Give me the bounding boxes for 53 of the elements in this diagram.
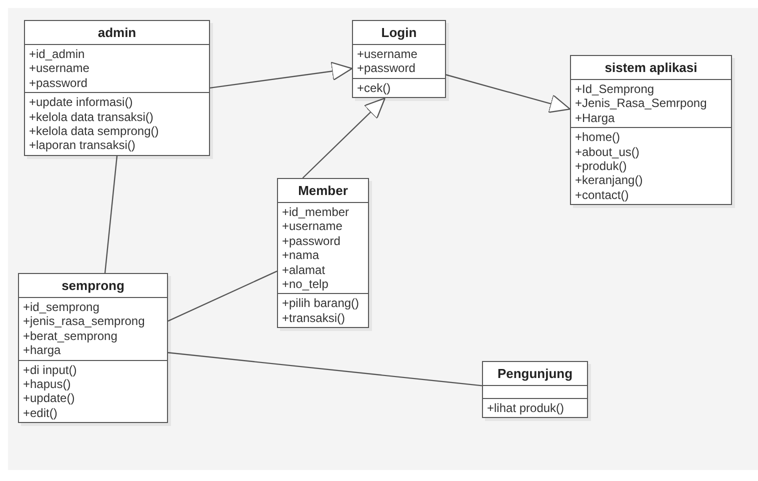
method-text: +update()	[23, 391, 75, 406]
method-text: +update informasi()	[29, 95, 133, 110]
attribute-text: +id_semprong	[23, 300, 100, 314]
class-box	[24, 20, 210, 156]
attribute-text: +harga	[23, 343, 61, 358]
class-name: semprong	[19, 274, 167, 298]
attribute-text: +id_admin	[29, 47, 85, 62]
attribute-text: +username	[357, 47, 418, 62]
method-text: +lihat produk()	[487, 401, 564, 416]
class-name: Pengunjung	[483, 362, 587, 386]
class-name: admin	[25, 21, 209, 45]
attribute-text: +Id_Semprong	[575, 82, 654, 96]
method-text: +keranjang()	[575, 173, 643, 188]
attribute-text: +nama	[282, 248, 320, 263]
attribute-text: +Harga	[575, 110, 615, 126]
association-line	[104, 156, 118, 274]
class-box	[18, 273, 168, 424]
association-line	[168, 352, 482, 386]
class-name: Login	[353, 21, 445, 45]
attribute-text: +id_member	[282, 205, 350, 220]
class-box	[277, 178, 369, 328]
attribute-text: +username	[29, 61, 90, 76]
method-text: +hapus()	[23, 377, 71, 392]
method-text: +laporan transaksi()	[29, 138, 136, 153]
method-text: +contact()	[575, 188, 629, 202]
attribute-text: +password	[357, 61, 416, 76]
method-text: +produk()	[575, 159, 627, 174]
attribute-text: +alamat	[282, 262, 326, 278]
association-line	[168, 270, 278, 322]
class-name: sistem aplikasi	[571, 56, 731, 80]
method-text: +pilih barang()	[282, 296, 360, 311]
attribute-text: +berat_semprong	[23, 328, 118, 344]
method-text: +about_us()	[575, 144, 640, 160]
method-text: +edit()	[23, 406, 58, 420]
method-text: +home()	[575, 130, 620, 145]
method-text: +kelola data semprong()	[29, 124, 159, 138]
class-box	[352, 20, 446, 98]
class-name: Member	[278, 179, 368, 203]
attribute-text: +Jenis_Rasa_Semrpong	[575, 96, 707, 111]
generalization-arrow	[446, 74, 571, 114]
generalization-arrow	[302, 98, 386, 178]
attribute-text: +no_telp	[282, 277, 328, 292]
method-text: +kelola data transaksi()	[29, 110, 154, 124]
attribute-text: +password	[282, 234, 340, 248]
attribute-text: +jenis_rasa_semprong	[23, 314, 145, 329]
attribute-text: +username	[282, 219, 342, 234]
method-text: +cek()	[357, 80, 391, 96]
class-box	[570, 55, 732, 206]
generalization-arrow	[210, 62, 353, 89]
class-box	[482, 361, 588, 418]
method-text: +transaksi()	[282, 310, 346, 326]
method-text: +di input()	[23, 362, 77, 378]
attribute-text: +password	[29, 76, 88, 90]
